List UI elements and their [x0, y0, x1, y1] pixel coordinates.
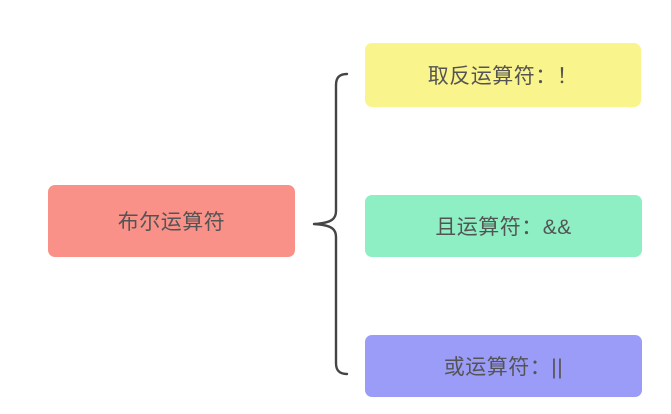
root-node-boolean-operators[interactable]: 布尔运算符: [48, 185, 295, 257]
child-node-not-label: 取反运算符：！: [427, 65, 579, 88]
child-node-and-operator[interactable]: 且运算符：&&: [365, 195, 642, 257]
child-node-or-operator[interactable]: 或运算符：||: [365, 335, 642, 397]
child-node-and-label: 且运算符：&&: [435, 216, 572, 239]
child-node-not-operator[interactable]: 取反运算符：！: [365, 43, 641, 107]
curly-brace-path: [312, 72, 349, 376]
root-node-label: 布尔运算符: [117, 211, 226, 234]
curly-brace-connector: [312, 72, 349, 376]
child-node-or-label: 或运算符：||: [443, 356, 564, 379]
